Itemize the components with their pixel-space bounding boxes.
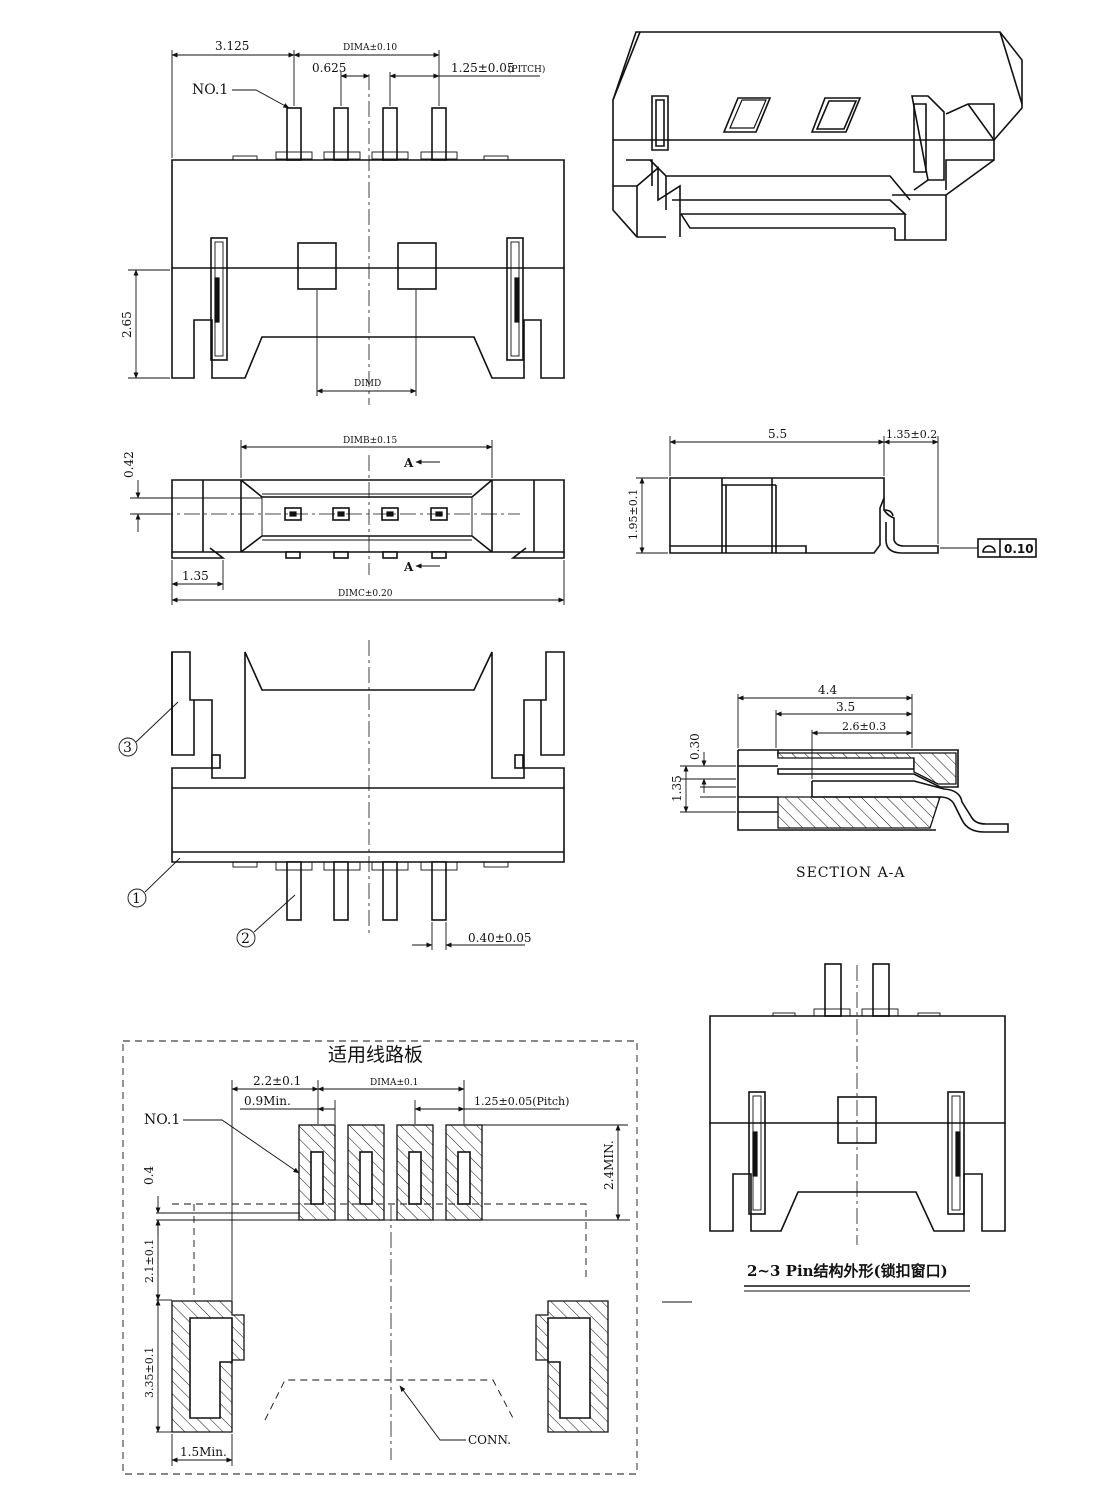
dim-c-label: DIMC±0.20 <box>338 589 393 599</box>
signal-pads <box>298 1124 483 1221</box>
dim-195-label: 1.95±0.1 <box>627 489 640 540</box>
callout-2: 2 <box>241 931 250 947</box>
dim-135-side-label: 1.35±0.2 <box>886 428 937 441</box>
small-pin-view: 2~3 Pin结构外形(锁扣窗口) <box>662 963 1006 1303</box>
pcb-dim-335-label: 3.35±0.1 <box>143 1347 156 1398</box>
pcb-dim-09-label: 0.9Min. <box>244 1094 291 1108</box>
pcb-dim-a-label: DIMA±0.1 <box>370 1078 418 1088</box>
dim-pin-width-label: 0.40±0.05 <box>468 931 532 945</box>
dim-d-label: DIMD <box>354 379 381 389</box>
dim-44-label: 4.4 <box>818 683 837 697</box>
pcb-dim-21-label: 2.1±0.1 <box>143 1239 156 1283</box>
mount-pads <box>171 1300 609 1433</box>
small-view-caption: 2~3 Pin结构外形(锁扣窗口) <box>747 1262 948 1280</box>
section-mark-top: A <box>403 456 414 470</box>
dim-55-label: 5.5 <box>768 427 787 441</box>
dim-0625-label: 0.625 <box>312 61 346 75</box>
section-mark-bottom: A <box>403 560 414 574</box>
pcb-layout: 适用线路板 <box>122 1040 638 1475</box>
side-view: 5.5 1.35±0.2 1.95±0.1 0.10 <box>627 427 1037 558</box>
pcb-dim-pitch-label: 1.25±0.05(Pitch) <box>474 1095 569 1108</box>
pcb-dim-22-label: 2.2±0.1 <box>253 1074 301 1088</box>
dim-135-front-label: 1.35 <box>182 569 209 583</box>
pcb-dim-24-label: 2.4MIN. <box>602 1140 616 1190</box>
dim-030-label: 0.30 <box>688 733 702 760</box>
isometric-view <box>612 31 1023 241</box>
top-view: 3.125 DIMA±0.10 0.625 1.25±0.05 (PITCH) … <box>120 39 565 405</box>
pcb-title: 适用线路板 <box>328 1044 423 1066</box>
section-caption: SECTION A-A <box>796 865 906 881</box>
dim-35-label: 3.5 <box>836 700 855 714</box>
dim-pitch-label: 1.25±0.05 <box>451 61 515 75</box>
dim-135-section-label: 1.35 <box>670 775 684 802</box>
bottom-view: 3 1 2 0.40±0.05 <box>118 640 565 950</box>
no1-label: NO.1 <box>192 82 228 98</box>
dim-3125-label: 3.125 <box>215 39 249 53</box>
flatness-value: 0.10 <box>1004 542 1034 556</box>
dim-b-label: DIMB±0.15 <box>343 436 397 446</box>
callout-1: 1 <box>132 891 141 907</box>
pcb-no1-label: NO.1 <box>144 1112 180 1128</box>
front-view: DIMB±0.15 A A 0.42 1.35 DIMC±0.20 <box>122 436 565 605</box>
conn-label: CONN. <box>468 1433 511 1447</box>
pcb-dim-04-label: 0.4 <box>142 1166 156 1185</box>
dim-265-label: 2.65 <box>120 311 134 338</box>
pcb-dim-15-label: 1.5Min. <box>180 1445 227 1459</box>
section-view: 4.4 3.5 2.6±0.3 0.30 1.35 SECTION A-A <box>670 683 1009 881</box>
dim-26-label: 2.6±0.3 <box>842 720 886 733</box>
top-view-pins <box>232 107 509 161</box>
callout-3: 3 <box>123 740 132 756</box>
dim-a-label: DIMA±0.10 <box>343 43 397 53</box>
dim-042-label: 0.42 <box>122 451 136 478</box>
dim-pitch-tag: (PITCH) <box>508 64 545 75</box>
